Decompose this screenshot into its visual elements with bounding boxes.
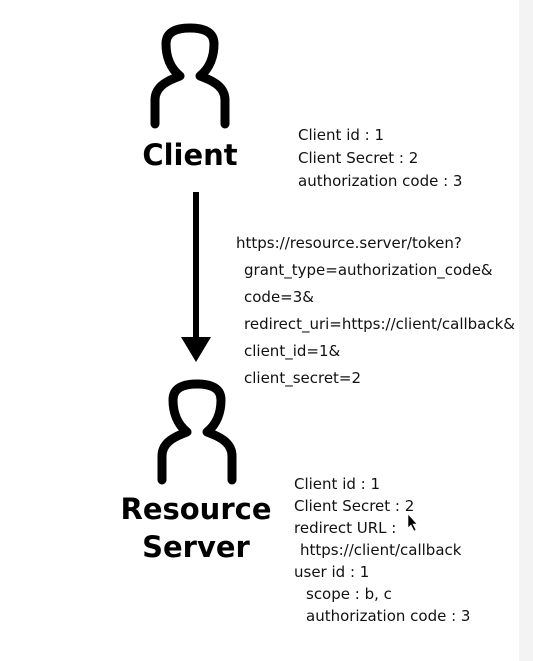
client-info-line: Client Secret : 2 (298, 149, 419, 167)
down-arrow-icon (181, 192, 211, 362)
resource-server-label-line2: Server (142, 530, 250, 564)
server-user-id: user id : 1 (294, 563, 370, 581)
server-person-icon (157, 379, 237, 485)
server-redirect-label: redirect URL : (294, 519, 397, 537)
token-request-param: client_secret=2 (244, 369, 362, 387)
client-info-line: Client id : 1 (298, 126, 385, 144)
resource-server-label: Resource Server (108, 490, 284, 566)
token-request-param: code=3& (244, 288, 314, 306)
server-client-secret: Client Secret : 2 (294, 497, 415, 515)
server-scope: scope : b, c (306, 585, 392, 603)
token-request: https://resource.server/token? grant_typ… (236, 230, 515, 392)
client-person-icon (150, 23, 230, 129)
client-label: Client (142, 138, 238, 172)
token-request-url: https://resource.server/token? (236, 234, 462, 252)
resource-server-label-line1: Resource (120, 492, 272, 526)
token-request-param: grant_type=authorization_code& (244, 261, 493, 279)
client-info: Client id : 1 Client Secret : 2 authoriz… (298, 124, 462, 193)
server-redirect-value: https://client/callback (300, 541, 462, 559)
server-info: Client id : 1 Client Secret : 2 redirect… (294, 473, 470, 627)
token-request-param: redirect_uri=https://client/callback& (244, 315, 515, 333)
client-info-line: authorization code : 3 (298, 172, 463, 190)
token-request-param: client_id=1& (244, 342, 341, 360)
right-edge-strip (519, 0, 533, 661)
server-client-id: Client id : 1 (294, 475, 381, 493)
mouse-cursor-icon (407, 513, 418, 532)
server-auth-code: authorization code : 3 (306, 607, 471, 625)
